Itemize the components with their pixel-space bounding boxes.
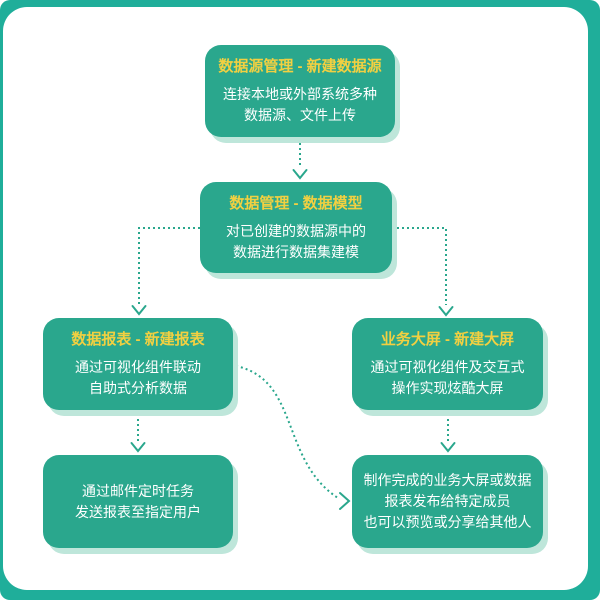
node-datamodel-line: 数据进行数据集建模 xyxy=(233,243,359,260)
node-datamodel-title: 数据管理 - 数据模型 xyxy=(229,194,363,212)
node-publish-line: 报表发布给特定成员 xyxy=(384,493,511,509)
node-publish: 制作完成的业务大屏或数据 报表发布给特定成员 也可以预览或分享给其他人 xyxy=(352,455,543,548)
node-datamodel: 数据管理 - 数据模型 对已创建的数据源中的 数据进行数据集建模 xyxy=(200,182,392,273)
node-dashboard-title: 业务大屏 - 新建大屏 xyxy=(380,331,515,348)
node-email: 通过邮件定时任务 发送报表至指定用户 xyxy=(43,455,233,548)
node-dashboard-line: 操作实现炫酷大屏 xyxy=(391,380,504,396)
node-report-line: 自助式分析数据 xyxy=(89,380,187,396)
node-email-line: 发送报表至指定用户 xyxy=(75,503,201,520)
node-datamodel-line: 对已创建的数据源中的 xyxy=(226,222,366,239)
node-report: 数据报表 - 新建报表 通过可视化组件联动 自助式分析数据 xyxy=(43,318,233,410)
node-publish-line: 也可以预览或分享给其他人 xyxy=(363,514,532,530)
node-report-title: 数据报表 - 新建报表 xyxy=(71,331,205,348)
node-dashboard-line: 通过可视化组件及交互式 xyxy=(370,359,525,375)
node-datasource-title: 数据源管理 - 新建数据源 xyxy=(218,58,382,75)
node-datasource: 数据源管理 - 新建数据源 连接本地或外部系统多种 数据源、文件上传 xyxy=(205,45,395,137)
node-email-line: 通过邮件定时任务 xyxy=(82,482,194,499)
node-datasource-line: 连接本地或外部系统多种 xyxy=(223,86,377,102)
node-datasource-line: 数据源、文件上传 xyxy=(244,107,356,123)
node-report-line: 通过可视化组件联动 xyxy=(75,359,201,375)
node-publish-line: 制作完成的业务大屏或数据 xyxy=(363,472,532,488)
node-dashboard: 业务大屏 - 新建大屏 通过可视化组件及交互式 操作实现炫酷大屏 xyxy=(352,318,543,410)
